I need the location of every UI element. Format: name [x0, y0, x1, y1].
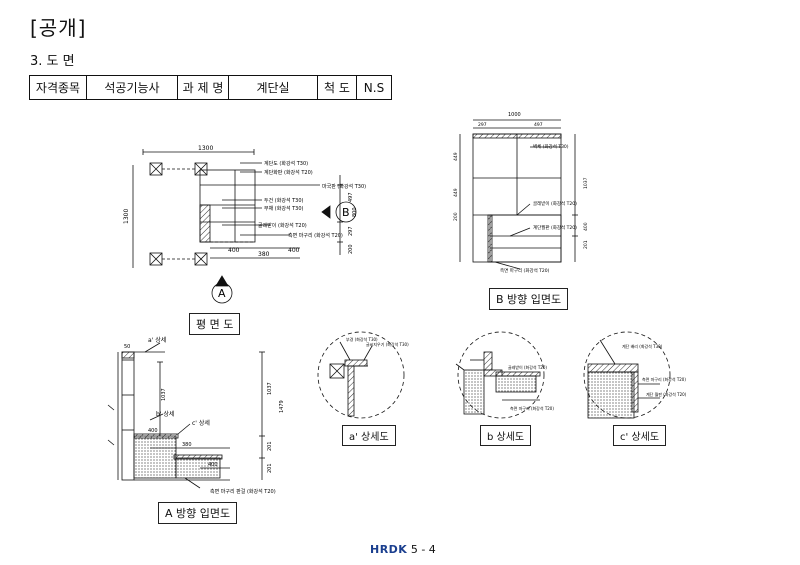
detail-a-note-2: 글씨지우기 (화강석 T30): [366, 341, 409, 347]
b-dim-t1: 297: [478, 122, 487, 128]
a-dim-201b: 201: [267, 463, 273, 473]
a-dim-400b: 400: [208, 462, 218, 468]
footer: HRDK 5 - 4: [370, 543, 436, 556]
section-heading: 3. 도 면: [30, 54, 75, 69]
a-dim-1479: 1479: [279, 400, 285, 413]
plan-dim-top: 1300: [198, 145, 213, 152]
detail-c: [583, 331, 671, 419]
plan-dim-r1: 497: [348, 192, 354, 202]
a-dim-400: 400: [148, 428, 158, 434]
b-note-1: 벽체 (화강석 T30): [533, 143, 569, 150]
footer-page: 5 - 4: [410, 543, 436, 556]
detail-a-note-1: 부경 (화강석 T30): [346, 336, 378, 342]
detail-c-note-2: 측면 마구리 (화강석 T20): [642, 376, 686, 382]
plan-note-7: 측면 마구리 (화강석 T20): [288, 232, 343, 239]
info-value-scale: N.S: [356, 75, 392, 100]
plan-dim-400b: 400: [288, 247, 300, 254]
b-dim-right: 1037: [583, 177, 589, 189]
detail-b-note-1: 골레받이 (화강석 T20): [508, 364, 547, 370]
plan-dim-r2: 800: [352, 207, 358, 217]
b-dim-right3: 201: [583, 240, 589, 249]
plan-note-3: 마국판 (화강석 T30): [322, 183, 366, 190]
info-label-task: 과 제 명: [177, 75, 229, 100]
plan-marker-a: A: [218, 287, 226, 300]
info-table: 자격종목 석공기능사 과 제 명 계단실 척 도 N.S: [29, 75, 392, 100]
plan-marker-b: B: [342, 206, 350, 219]
a-label-a: a' 상세: [148, 336, 166, 344]
plan-note-4: 두건 (화강석 T30): [264, 197, 304, 204]
page-title: [공개]: [30, 16, 87, 40]
plan-view: [132, 149, 357, 304]
a-dim-1037: 1037: [161, 388, 167, 401]
b-dim-left1: 449: [453, 152, 459, 161]
plan-note-1: 계단도 (화강석 T30): [264, 160, 308, 167]
plan-dim-400: 400: [228, 247, 240, 254]
detail-b: [455, 331, 545, 419]
detail-c-note-1: 계단 배리 (화강석 T30): [622, 343, 663, 349]
footer-brand: HRDK: [370, 543, 408, 556]
a-elevation: [107, 342, 265, 489]
b-dim-t2: 497: [534, 122, 543, 128]
b-elevation: [459, 119, 578, 270]
detail-a-caption: a' 상세도: [342, 425, 396, 446]
a-dim-201: 201: [267, 441, 273, 451]
plan-dim-r4: 200: [348, 244, 354, 254]
detail-c-caption: c' 상세도: [613, 425, 667, 446]
a-dim-1037r: 1037: [267, 382, 273, 395]
a-label-c: c' 상세: [192, 419, 210, 427]
info-label-scale: 척 도: [317, 75, 357, 100]
b-note-4: 측면 마구리 (화강석 T20): [500, 267, 550, 274]
b-note-2: 골레받이 (화강석 T20): [533, 200, 577, 207]
a-label-b: b' 상세: [156, 410, 174, 418]
detail-a: [317, 331, 405, 419]
plan-dim-left: 1300: [123, 209, 130, 224]
plan-dim-r3: 297: [348, 226, 354, 236]
b-dim-left2: 449: [453, 188, 459, 197]
plan-dim-380: 380: [258, 251, 270, 258]
b-dim-top: 1000: [508, 112, 521, 118]
b-note-3: 계단월판 (화강석 T20): [533, 224, 577, 231]
b-dim-left3: 200: [453, 212, 459, 221]
detail-b-note-2: 측면 마구리 (화강석 T20): [510, 405, 554, 411]
plan-caption: 평 면 도: [189, 313, 241, 335]
a-dim-380: 380: [182, 442, 192, 448]
b-elevation-caption: B 방향 입면도: [489, 288, 569, 310]
info-value-task: 계단실: [228, 75, 318, 100]
plan-note-2: 계단화판 (화강석 T20): [264, 169, 313, 176]
plan-note-6: 골레받이 (화강석 T20): [258, 222, 307, 229]
detail-c-note-3: 계단 월판 (화강석 T20): [646, 391, 687, 397]
a-note-bottom: 측면 마구리 판걸 (화강석 T20): [210, 488, 276, 495]
b-dim-right2: 400: [583, 222, 589, 231]
detail-b-caption: b 상세도: [480, 425, 532, 446]
plan-note-5: 부채 (화강석 T30): [264, 205, 304, 212]
a-dim-50: 50: [124, 344, 130, 350]
a-elevation-caption: A 방향 입면도: [158, 502, 238, 524]
